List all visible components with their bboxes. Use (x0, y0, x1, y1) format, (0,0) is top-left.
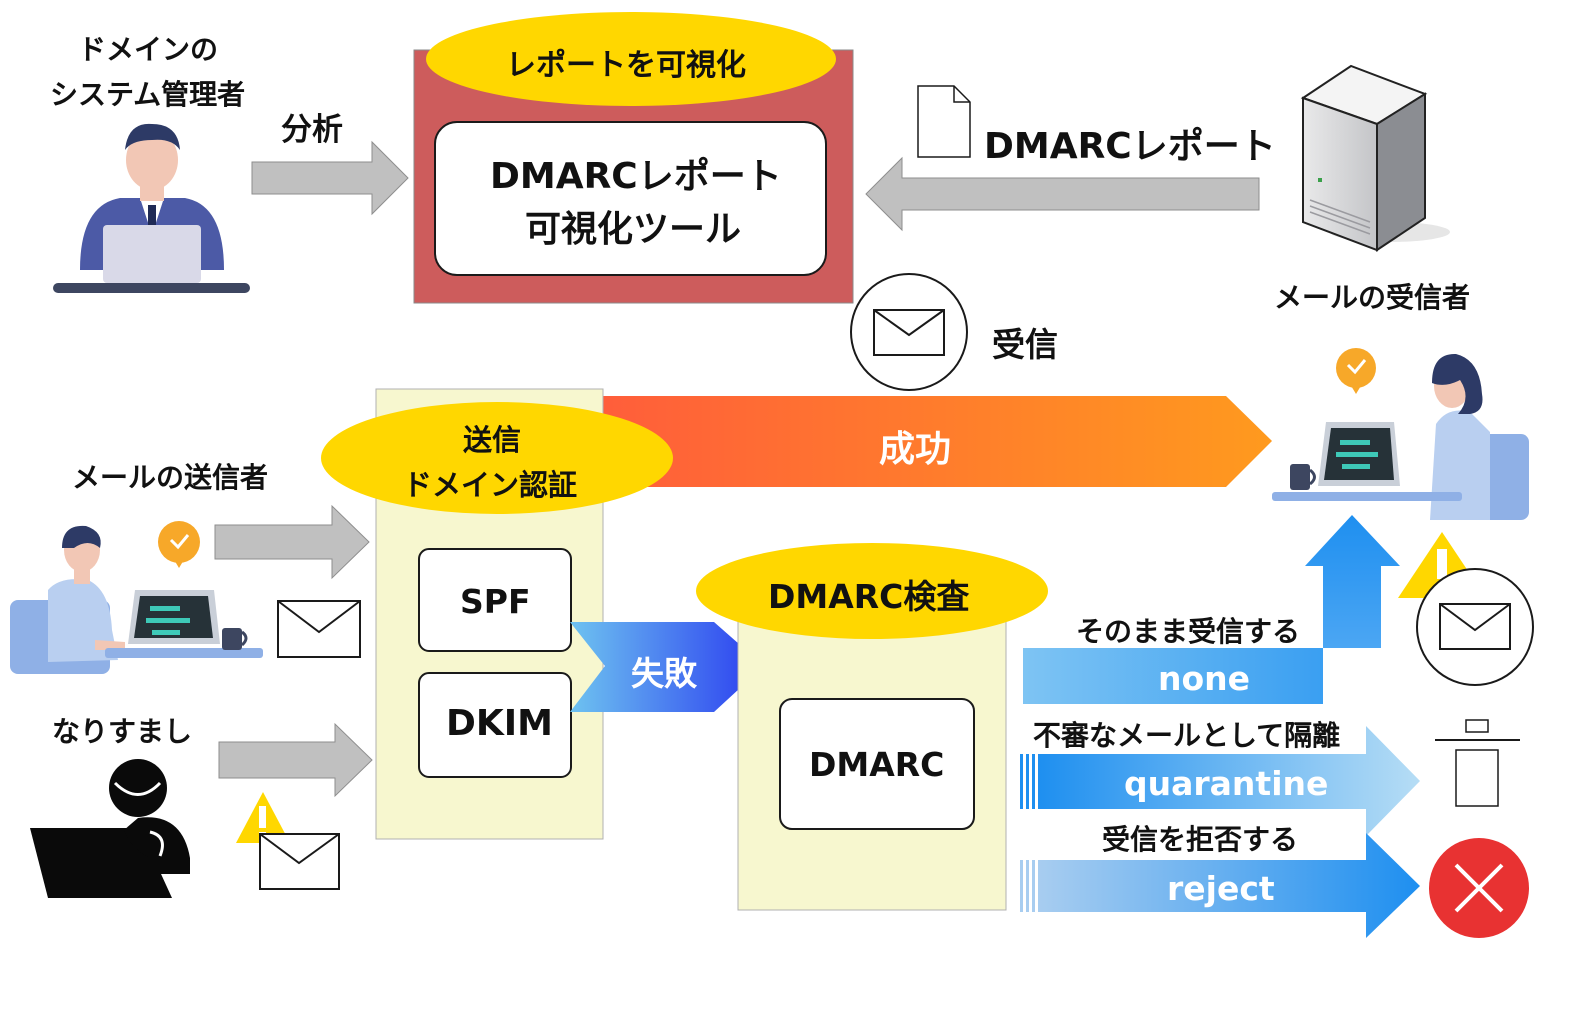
arrow-analyze (251, 140, 409, 216)
admin-label-line1: ドメインの (78, 33, 219, 66)
policy-reject-value: reject (1167, 869, 1275, 908)
sender-person-icon (10, 521, 263, 674)
auth-badge-line2: ドメイン認証 (403, 468, 578, 502)
success-arrow (562, 396, 1272, 487)
dmarc-box (779, 698, 975, 830)
policy-none-value: none (1158, 659, 1251, 698)
trash-icon (1435, 719, 1520, 807)
reject-icon (1429, 838, 1529, 938)
sender-mail-icon (277, 600, 361, 658)
auth-badge-line1: 送信 (463, 423, 522, 457)
policy-quarantine-arrow (1020, 726, 1420, 836)
policy-reject-arrow (1020, 833, 1420, 938)
dmarc-box-label: DMARC (809, 745, 945, 784)
dkim-box (418, 672, 572, 778)
policy-none-caption: そのまま受信する (1076, 615, 1301, 648)
server-icon (1300, 64, 1450, 252)
dkim-label: DKIM (446, 703, 553, 744)
auth-badge (321, 402, 673, 514)
admin-person-icon (53, 123, 250, 293)
fail-label: 失敗 (631, 654, 697, 693)
sender-label: メールの送信者 (72, 461, 269, 494)
spoofer-icon (30, 759, 190, 898)
fail-arrow (570, 622, 764, 712)
inbox-mail-icon (1416, 568, 1534, 686)
spf-label: SPF (460, 582, 531, 621)
spf-box (418, 548, 572, 652)
analyze-label: 分析 (281, 112, 343, 148)
receive-label: 受信 (992, 325, 1058, 364)
receiver-label: メールの受信者 (1274, 281, 1471, 314)
viz-tool-line1: DMARCレポート (490, 156, 782, 197)
document-icon (917, 85, 971, 158)
policy-reject-caption: 受信を拒否する (1102, 823, 1299, 856)
arrow-report-to-tool (865, 156, 1260, 232)
success-label: 成功 (879, 429, 952, 470)
report-label: DMARCレポート (984, 126, 1276, 167)
arrow-sender-to-auth (214, 504, 370, 580)
receive-mail-icon (850, 273, 968, 391)
viz-badge (426, 12, 836, 106)
policy-quarantine-caption: 不審なメールとして隔離 (1033, 719, 1341, 752)
admin-label-line2: システム管理者 (50, 78, 246, 111)
viz-tool-line2: 可視化ツール (525, 209, 742, 250)
viz-tool-box (434, 121, 827, 276)
spoofer-mail-icon (259, 833, 340, 890)
policy-quarantine-value: quarantine (1124, 764, 1329, 803)
viz-badge-text: レポートを可視化 (506, 48, 746, 83)
dmarc-badge-text: DMARC検査 (768, 577, 970, 616)
receiver-person-icon (1272, 348, 1529, 520)
dmarc-badge (696, 543, 1048, 639)
spoofer-label: なりすまし (52, 715, 193, 748)
arrow-spoofer-to-auth (218, 722, 373, 798)
